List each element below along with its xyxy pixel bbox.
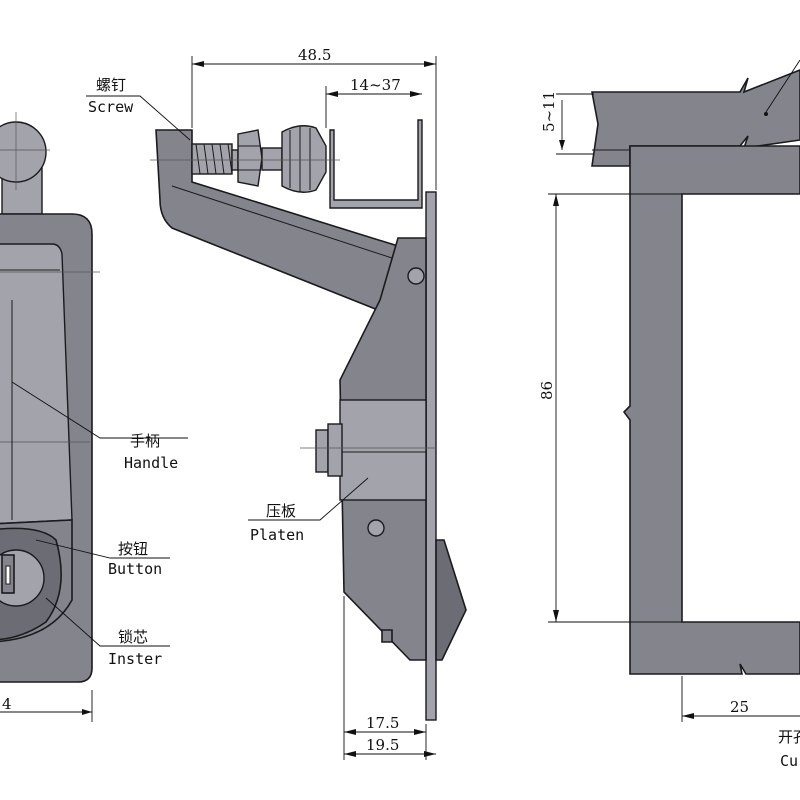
dim-panel-gap: 5~11 <box>540 91 558 132</box>
label-cutout-cn: 开孔 <box>778 728 800 746</box>
dim-front-width: 4 <box>2 695 12 713</box>
side-lower-lever <box>435 539 467 661</box>
side-thumb-knob <box>281 125 327 193</box>
front-handle <box>0 243 73 525</box>
dim-clamp-range: 14~37 <box>350 76 401 94</box>
front-knob <box>0 112 50 215</box>
cutout-top-panel <box>591 69 800 167</box>
side-hole-bottom <box>367 519 385 537</box>
front-annotations: 手柄 Handle 按钮 Button 锁芯 Inster <box>11 381 188 668</box>
label-inster-cn: 锁芯 <box>118 628 148 646</box>
dim-cutout-height: 86 <box>538 381 556 400</box>
dim-overall-width: 48.5 <box>298 46 331 64</box>
side-platen <box>339 399 427 501</box>
label-handle-cn: 手柄 <box>130 432 160 450</box>
label-button-cn: 按钮 <box>118 540 148 558</box>
side-nut <box>237 129 263 187</box>
side-screw <box>150 125 340 193</box>
label-inster-en: Inster <box>108 650 162 668</box>
label-platen-en: Platen <box>250 526 304 544</box>
front-view: 4 <box>0 112 100 722</box>
label-button-en: Button <box>108 560 162 578</box>
label-cutout-en: Cu <box>780 752 798 770</box>
label-handle-en: Handle <box>124 454 178 472</box>
dim-depth-outer: 19.5 <box>366 736 399 754</box>
side-hole-top <box>407 267 425 285</box>
cutout-frame <box>622 145 800 675</box>
front-lock-cylinder <box>0 549 45 607</box>
label-screw-cn: 螺钉 <box>96 76 126 94</box>
dim-cutout-width: 25 <box>730 698 749 716</box>
side-platen-nut <box>315 429 329 473</box>
label-platen-cn: 压板 <box>266 502 296 520</box>
side-annotations: 螺钉 Screw 压板 Platen <box>86 76 369 544</box>
side-clamp-bracket <box>329 119 423 209</box>
cutout-view: 5~11 86 25 开孔 Cu <box>538 59 800 770</box>
side-panel-plate <box>425 191 437 721</box>
side-dimensions: 48.5 14~37 17.5 19.5 <box>191 46 437 760</box>
label-screw-en: Screw <box>88 98 134 116</box>
dim-depth-inner: 17.5 <box>366 714 399 732</box>
side-view <box>150 119 467 721</box>
